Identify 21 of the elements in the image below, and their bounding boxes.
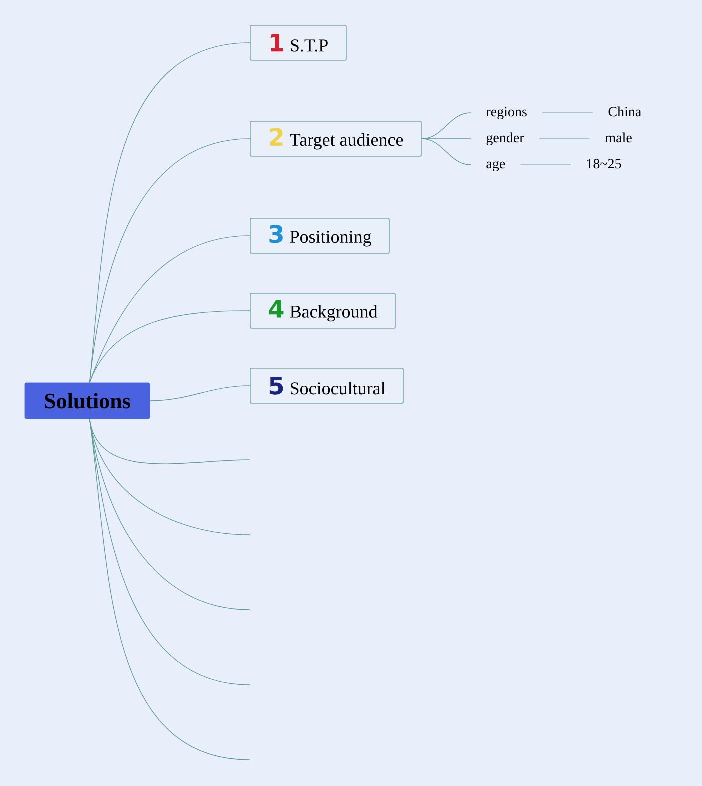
topic-box: 4 Background <box>250 293 396 329</box>
branch-text: China <box>608 106 642 117</box>
branch-text: regions <box>486 107 527 120</box>
topic-box: 1 S.T.P <box>250 25 347 61</box>
branch-line <box>422 138 472 166</box>
branch-line <box>539 138 590 140</box>
branch-line <box>89 310 250 384</box>
branch-line <box>422 138 472 140</box>
topic-box: 3 Positioning <box>250 218 390 254</box>
root-box: Solutions <box>24 382 150 420</box>
branch-text: male <box>606 132 632 143</box>
branch-line <box>520 164 572 166</box>
topic-box: 2 Target audience <box>250 121 422 157</box>
branch-text: gender <box>486 132 524 146</box>
branch-line <box>542 112 594 114</box>
branch-line <box>89 138 250 384</box>
topic-box: 5 Sociocultural <box>250 368 404 404</box>
branch-text: 18~25 <box>587 159 622 169</box>
branch-line <box>150 386 250 402</box>
branch-text: age <box>486 161 506 172</box>
branch-line <box>89 418 250 760</box>
